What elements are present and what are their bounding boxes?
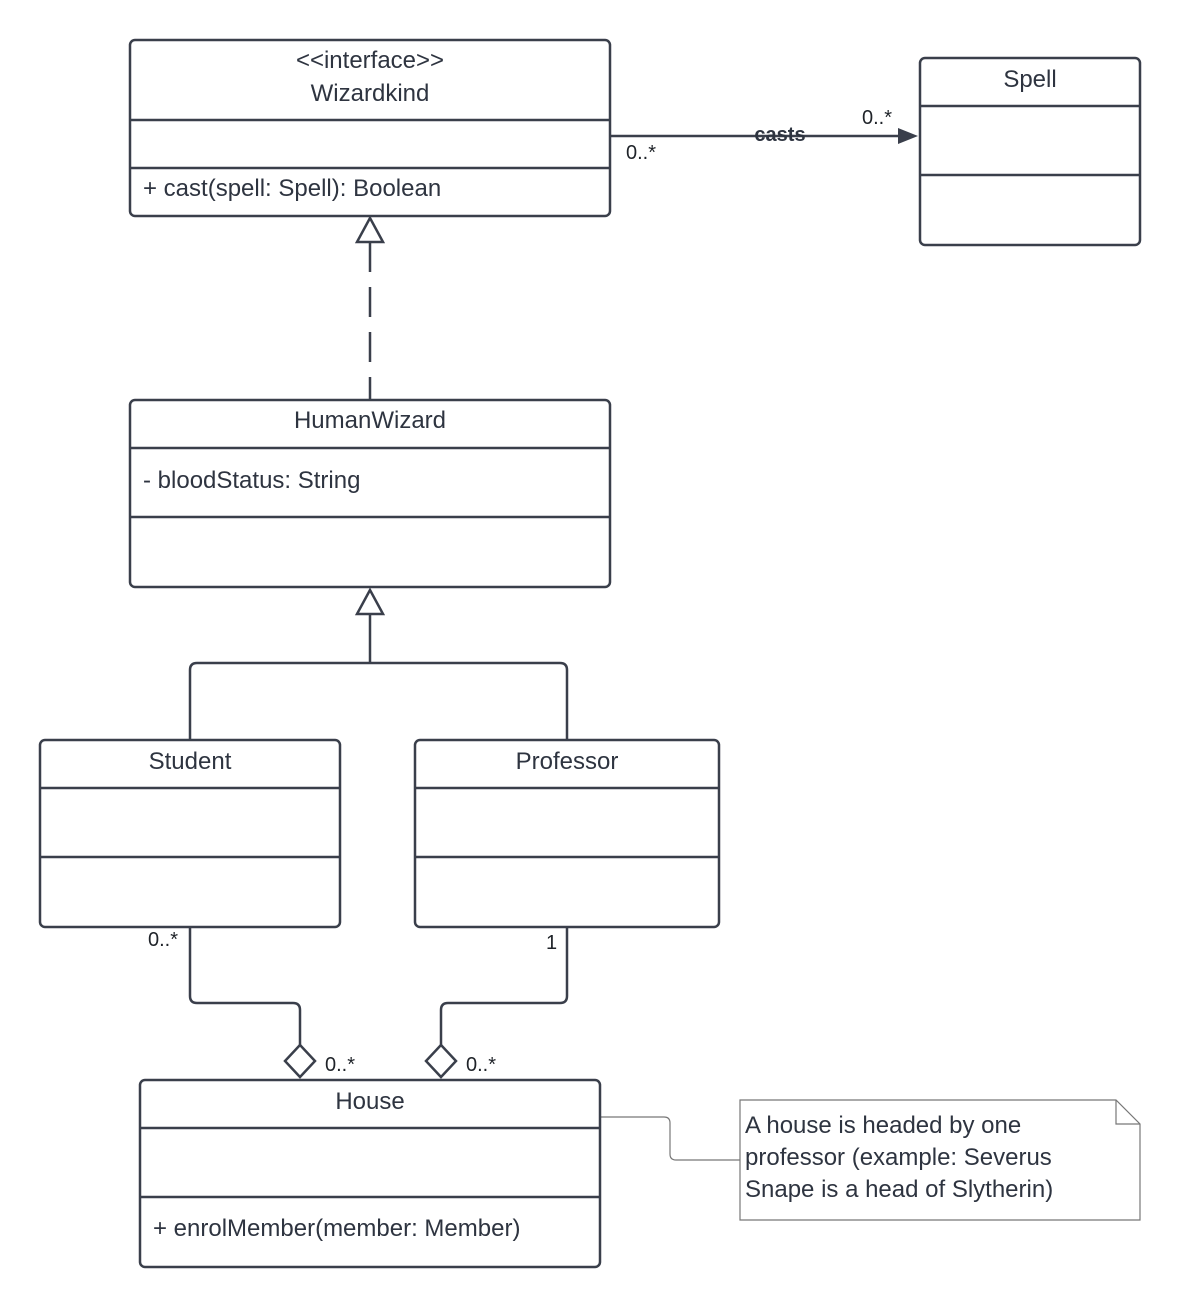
professor-house-multiplicity: 0..* (466, 1054, 496, 1076)
note-line-2: Snape is a head of Slytherin) (745, 1176, 1053, 1203)
generalization-edge[interactable] (188, 587, 569, 740)
house-method-0: + enrolMember(member: Member) (153, 1215, 520, 1242)
professor-house-diamond (424, 1043, 458, 1079)
wizardkind-stereotype: <<interface>> (296, 47, 444, 74)
realization-edge[interactable] (354, 215, 386, 400)
house-name: House (335, 1088, 404, 1115)
humanwizard-name: HumanWizard (294, 407, 446, 434)
wizardkind-name: Wizardkind (311, 80, 430, 107)
wizardkind-method-0: + cast(spell: Spell): Boolean (143, 175, 441, 202)
casts-target-multiplicity: 0..* (862, 107, 892, 129)
generalization-arrowhead (354, 587, 386, 616)
class-spell[interactable]: Spell (918, 56, 1142, 247)
class-house[interactable]: House + enrolMember(member: Member) (138, 1078, 602, 1269)
note[interactable]: A house is headed by one professor (exam… (739, 1099, 1141, 1221)
class-wizardkind[interactable]: <<interface>> Wizardkind + cast(spell: S… (128, 38, 612, 218)
class-professor[interactable]: Professor (413, 738, 721, 929)
casts-label: casts (754, 124, 805, 146)
student-name: Student (149, 748, 232, 775)
spell-name: Spell (1003, 66, 1056, 93)
note-line-1: professor (example: Severus (745, 1144, 1052, 1171)
note-connector[interactable] (600, 1116, 740, 1161)
professor-multiplicity: 1 (546, 932, 557, 954)
professor-name: Professor (516, 748, 619, 775)
casts-arrowhead (898, 128, 918, 144)
student-multiplicity: 0..* (148, 929, 178, 951)
humanwizard-attribute-0: - bloodStatus: String (143, 467, 360, 494)
casts-association[interactable] (610, 128, 918, 144)
class-humanwizard[interactable]: HumanWizard - bloodStatus: String (128, 398, 612, 589)
student-house-diamond (283, 1043, 317, 1079)
casts-source-multiplicity: 0..* (626, 142, 656, 164)
professor-house-aggregation[interactable] (424, 927, 569, 1079)
student-house-multiplicity: 0..* (325, 1054, 355, 1076)
note-line-0: A house is headed by one (745, 1112, 1021, 1139)
class-student[interactable]: Student (38, 738, 342, 929)
student-house-aggregation[interactable] (188, 927, 317, 1079)
realization-arrowhead (354, 215, 386, 244)
